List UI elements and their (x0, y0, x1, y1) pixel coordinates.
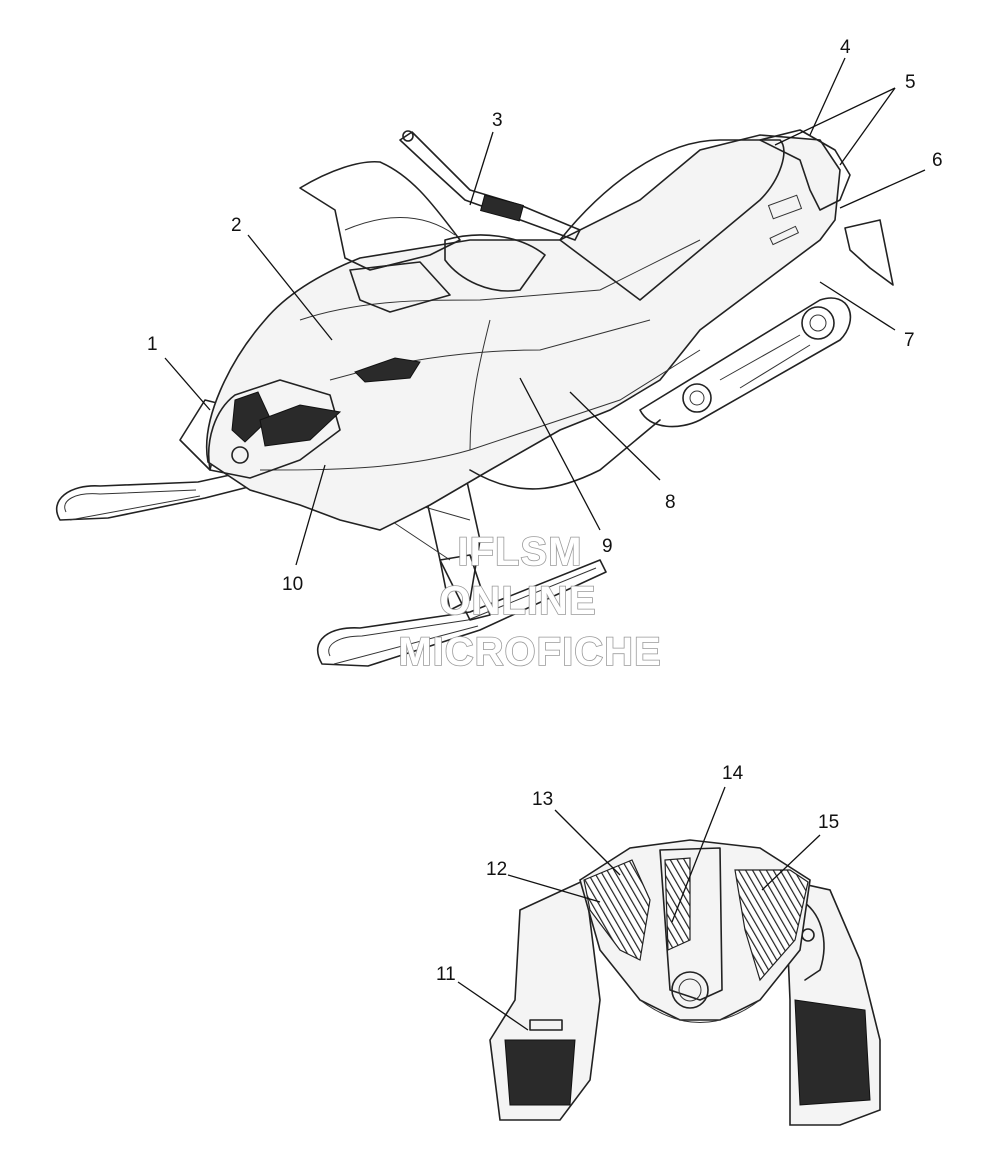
callout-6: 6 (932, 150, 943, 171)
callout-10: 10 (282, 574, 303, 595)
callout-15: 15 (818, 812, 839, 833)
callout-12: 12 (486, 859, 507, 880)
watermark: IFLSM ONLINE MICROFICHE (398, 529, 662, 675)
rear-grab-handle (759, 129, 851, 211)
watermark-line-3: MICROFICHE (398, 630, 661, 674)
callout-2: 2 (231, 215, 242, 236)
left-small-decal (529, 1019, 563, 1031)
nose (207, 379, 341, 479)
callout-4: 4 (840, 37, 851, 58)
snow-flap (844, 219, 894, 286)
callout-9: 9 (602, 536, 613, 557)
callout-1: 1 (147, 334, 158, 355)
seat (559, 139, 785, 301)
callout-13: 13 (532, 789, 553, 810)
callout-7: 7 (904, 330, 915, 351)
callout-labels: 1 2 3 4 5 6 7 8 9 10 11 12 13 14 15 (147, 37, 943, 985)
watermark-line-1: IFLSM (458, 530, 583, 574)
track (639, 297, 852, 428)
left-stripe-decal (583, 859, 651, 961)
center-stripe-decal (664, 857, 691, 951)
snowmobile-front-view (489, 839, 881, 1126)
callout-14: 14 (722, 763, 744, 784)
watermark-line-2: ONLINE (439, 579, 596, 623)
handlebar (399, 130, 581, 292)
front-intake (231, 391, 271, 443)
snowmobile-side-view (55, 129, 894, 667)
windshield (299, 160, 461, 313)
side-vent (354, 357, 421, 383)
hood-body (206, 129, 851, 531)
callout-5: 5 (905, 72, 916, 93)
leader-lines (164, 57, 926, 1031)
callout-8: 8 (665, 492, 676, 513)
right-stripe-decal (734, 869, 809, 982)
right-ski (316, 559, 607, 667)
callout-3: 3 (492, 110, 503, 131)
callout-11: 11 (436, 964, 456, 985)
